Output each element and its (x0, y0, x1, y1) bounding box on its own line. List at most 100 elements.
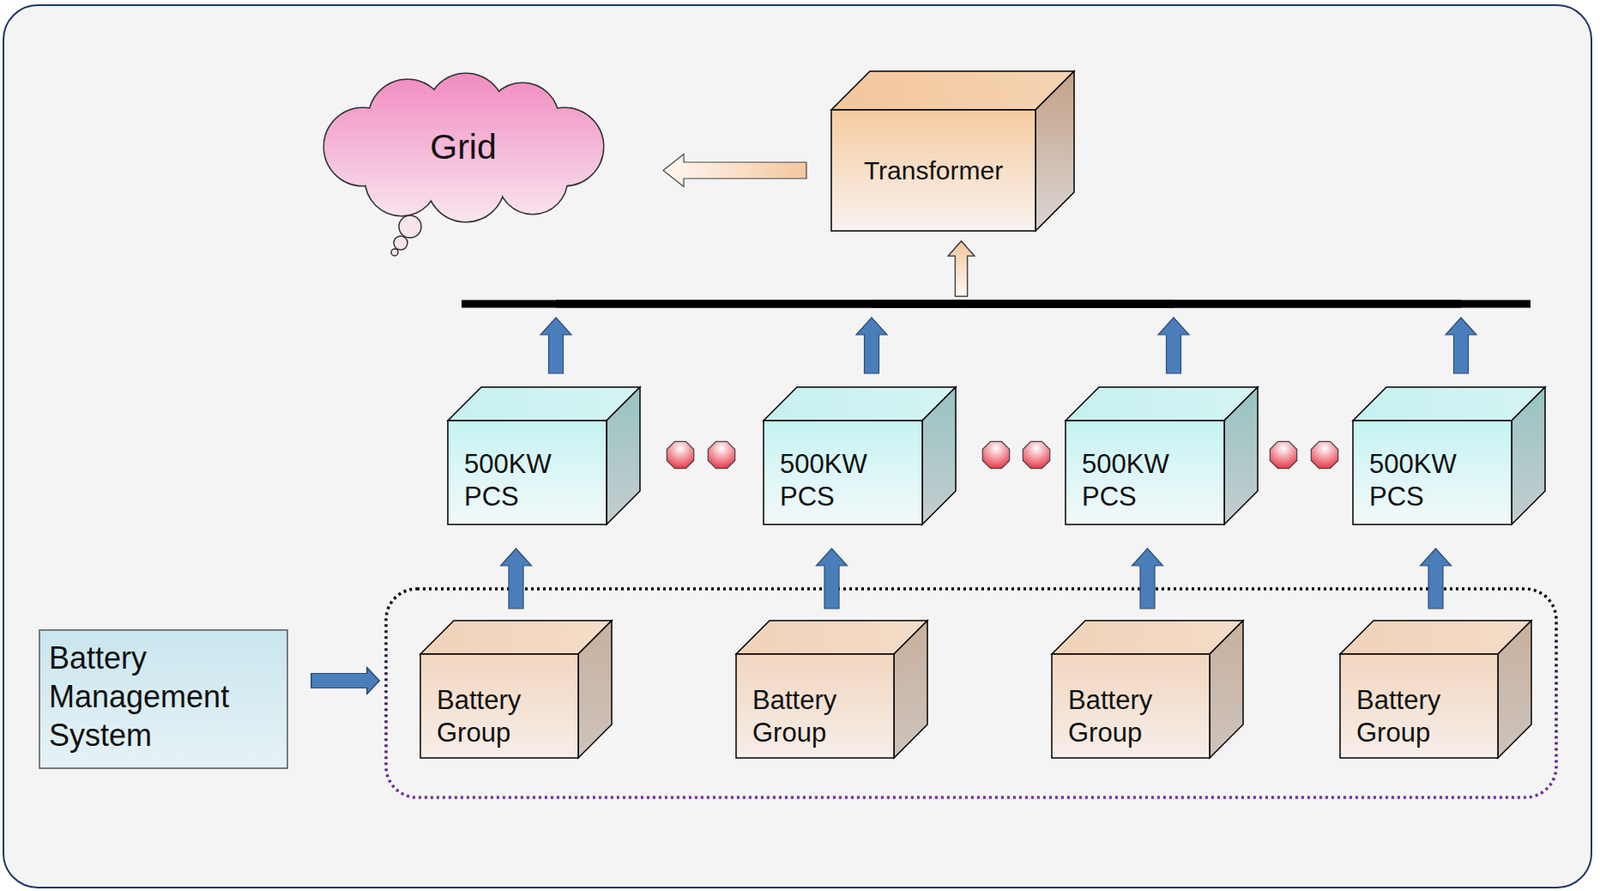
power-arrow (1158, 317, 1190, 374)
connector (1132, 548, 1164, 609)
box-front-face (831, 109, 1036, 231)
battery-box: Battery Group (736, 620, 928, 758)
node-label: 500KW PCS (464, 447, 552, 514)
power-arrow (663, 154, 807, 188)
node-label: Grid (429, 126, 496, 167)
power-arrow (948, 241, 975, 296)
cloud-bubble (393, 235, 408, 250)
transformer-box: Transformer (831, 71, 1075, 231)
text-area: Grid (311, 71, 616, 223)
text-area: Battery Management System (39, 629, 288, 768)
background-panel (3, 5, 1592, 888)
box-side-face (1224, 386, 1258, 525)
pcs-box: 500KW PCS (447, 386, 640, 525)
ellipsis-dot (1022, 440, 1050, 468)
box-side-face (893, 620, 928, 758)
connector (663, 154, 807, 188)
ellipsis-dot (666, 440, 694, 468)
text-area: Battery Group (420, 653, 579, 758)
text-area: Transformer (831, 109, 1036, 231)
cloud-fill (414, 95, 518, 199)
battery-box: Battery Group (420, 620, 612, 758)
bms-box: Battery Management System (39, 629, 288, 768)
cloud-bubble (391, 248, 399, 256)
node-label: 500KW PCS (779, 447, 868, 514)
connector (948, 241, 1478, 374)
connector (856, 241, 975, 374)
box-top-face (831, 71, 1075, 110)
connector (311, 667, 380, 694)
connector (540, 241, 975, 374)
node-label: Battery Group (1356, 683, 1441, 749)
power-arrow (948, 241, 975, 296)
battery-box: Battery Group (1340, 620, 1532, 758)
connector (311, 667, 380, 694)
power-arrow (1132, 548, 1164, 609)
connector (311, 667, 380, 694)
pcs-box: 500KW PCS (1065, 386, 1258, 525)
node-label: 500KW PCS (1369, 447, 1457, 514)
node-label: Battery Group (752, 683, 837, 749)
connector (311, 667, 380, 694)
text-area: Battery Group (736, 653, 894, 758)
box-front-face (1340, 653, 1498, 758)
box-front-face (763, 420, 923, 525)
connector (501, 548, 532, 609)
power-arrow (1420, 548, 1452, 609)
grid-cloud: Grid (311, 71, 616, 223)
box-front-face (1051, 653, 1210, 758)
text-area: Battery Group (1051, 653, 1210, 758)
cloud-bubble (398, 215, 422, 238)
power-arrow (948, 241, 975, 296)
bus-segment (961, 300, 1462, 308)
power-arrow (816, 548, 848, 609)
control-arrow (311, 667, 380, 694)
box-front-face (1065, 420, 1225, 525)
cloud-outline (414, 95, 518, 199)
node-label: 500KW PCS (1081, 447, 1170, 514)
ellipsis-dot (707, 440, 735, 468)
control-arrow (311, 667, 380, 694)
connector (816, 548, 848, 609)
battery-group-outline (386, 588, 1557, 797)
box-front-face (736, 653, 894, 758)
control-arrow (311, 667, 380, 694)
node-label: Battery Group (436, 683, 521, 749)
power-arrow (856, 317, 888, 374)
ellipsis-dot (1269, 440, 1297, 468)
box-side-face (1497, 620, 1532, 758)
node-shape (831, 71, 1075, 231)
box-side-face (1035, 71, 1075, 231)
box-front-face (420, 653, 579, 758)
text-area: 500KW PCS (1352, 420, 1512, 525)
bus-segment (555, 300, 962, 308)
box-side-face (606, 386, 640, 525)
text-area: 500KW PCS (447, 420, 607, 525)
bus-segment (871, 300, 962, 308)
box-outline (39, 629, 288, 768)
box-side-face (578, 620, 612, 758)
ellipsis-dot (1310, 440, 1338, 468)
box-front-face (1352, 420, 1512, 525)
ellipsis-dot (982, 440, 1009, 468)
box-side-face (1511, 386, 1546, 525)
pcs-box: 500KW PCS (1352, 386, 1546, 525)
box-side-face (922, 386, 956, 525)
pcs-box: 500KW PCS (763, 386, 956, 525)
text-area: Battery Group (1340, 653, 1498, 758)
control-arrow (311, 667, 380, 694)
box-side-face (1209, 620, 1244, 758)
battery-box: Battery Group (1051, 620, 1244, 758)
box-front-face (447, 420, 607, 525)
power-arrow (1445, 317, 1477, 374)
text-area: 500KW PCS (1065, 420, 1225, 525)
bus-bar (461, 300, 1531, 308)
power-arrow (948, 241, 975, 296)
connector (1420, 548, 1452, 609)
node-label: Battery Management System (48, 638, 230, 755)
node-label: Battery Group (1068, 683, 1153, 749)
power-arrow (501, 548, 532, 609)
power-arrow (540, 317, 572, 374)
node-label: Transformer (863, 155, 1003, 187)
